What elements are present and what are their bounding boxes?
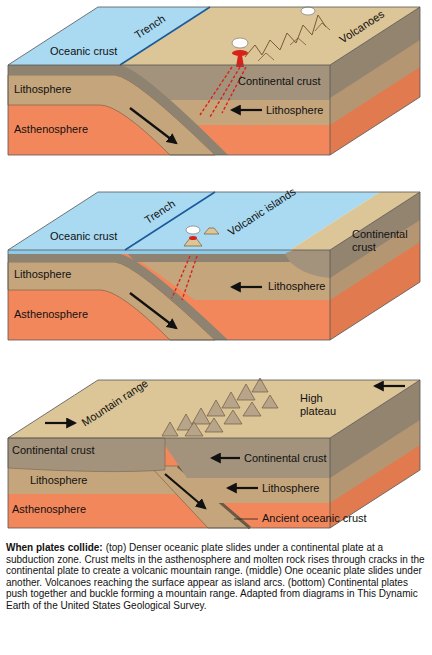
layer-label: Continental crust (244, 452, 327, 465)
volcano-ridge (245, 15, 326, 57)
layer-label: Continental crust (352, 228, 414, 254)
layer-label: Volcanoes (337, 8, 387, 47)
asthenosphere (8, 250, 330, 340)
oceanic-crust (8, 65, 228, 155)
motion-arrow (228, 487, 258, 489)
right-oceanic-crust (128, 254, 292, 262)
caption-title: When plates collide: (6, 542, 103, 553)
ocean-water (8, 250, 292, 254)
layer-label: Asthenosphere (14, 123, 88, 136)
layer-label: Lithosphere (262, 482, 320, 495)
ash-cloud (186, 226, 200, 234)
right-continental-crust (160, 438, 330, 478)
volcanic-island (204, 228, 219, 234)
motion-arrow (45, 422, 75, 424)
oceanic-crust (8, 254, 228, 340)
motion-arrow (165, 474, 205, 508)
layer-label: Asthenosphere (12, 503, 86, 516)
magma-plume (189, 236, 197, 240)
ocean-continent-panel (8, 7, 420, 155)
trench-line (120, 7, 210, 65)
layer-label: Lithosphere (268, 280, 326, 293)
mountain-peak (262, 395, 278, 408)
magma-plume (232, 50, 248, 56)
mountain-peak (162, 422, 178, 436)
leader-line (234, 519, 258, 520)
layer-label: Lithosphere (30, 474, 88, 487)
left-continental-crust (8, 438, 165, 472)
motion-arrow (375, 385, 405, 387)
layer-label: Volcanic islands (226, 185, 299, 239)
layer-label: Lithosphere (14, 83, 72, 96)
mountain-peak (205, 418, 223, 432)
motion-arrow (232, 109, 262, 111)
mountain-peaks (162, 378, 278, 436)
motion-arrow (130, 293, 176, 328)
motion-arrow (130, 108, 176, 143)
mountain-peak (185, 422, 203, 436)
layer-label: Continental crust (238, 75, 321, 88)
layer-label: Lithosphere (266, 104, 324, 117)
ash-cloud (232, 38, 248, 48)
motion-arrow (212, 457, 240, 459)
block-edge (8, 7, 420, 155)
block-edge (8, 380, 420, 528)
block-outline (8, 7, 420, 155)
mountain-peak (243, 402, 261, 416)
ocean-ocean-panel (8, 192, 420, 340)
layer-label: Continental crust (12, 444, 95, 457)
mountain-peak (224, 410, 242, 424)
layer-label: Asthenosphere (14, 308, 88, 321)
layer-label: Trench (132, 12, 167, 41)
volcano-ridge (258, 23, 330, 61)
layer-label: Lithosphere (14, 268, 72, 281)
continental-crust (285, 250, 330, 278)
layer-label: Oceanic crust (50, 230, 117, 243)
block-outline (8, 192, 420, 340)
block-outline (8, 380, 420, 528)
block-edge (8, 192, 420, 340)
magma-dash (172, 256, 197, 300)
layer-label: High plateau (300, 392, 348, 418)
caption-block: When plates collide:(top) Denser oceanic… (6, 542, 426, 611)
layer-label: Mountain range (79, 377, 150, 430)
asthenosphere (8, 65, 330, 155)
motion-arrow (232, 286, 262, 288)
layer-label: Ancient oceanic crust (262, 512, 367, 525)
right-lithosphere (187, 478, 330, 503)
layer-label: Trench (142, 197, 177, 226)
layer-label: Oceanic crust (50, 45, 117, 58)
continent-continent-panel (8, 378, 420, 528)
land-surface (8, 380, 420, 438)
ash-cloud (301, 7, 315, 15)
trench-line (125, 192, 215, 250)
